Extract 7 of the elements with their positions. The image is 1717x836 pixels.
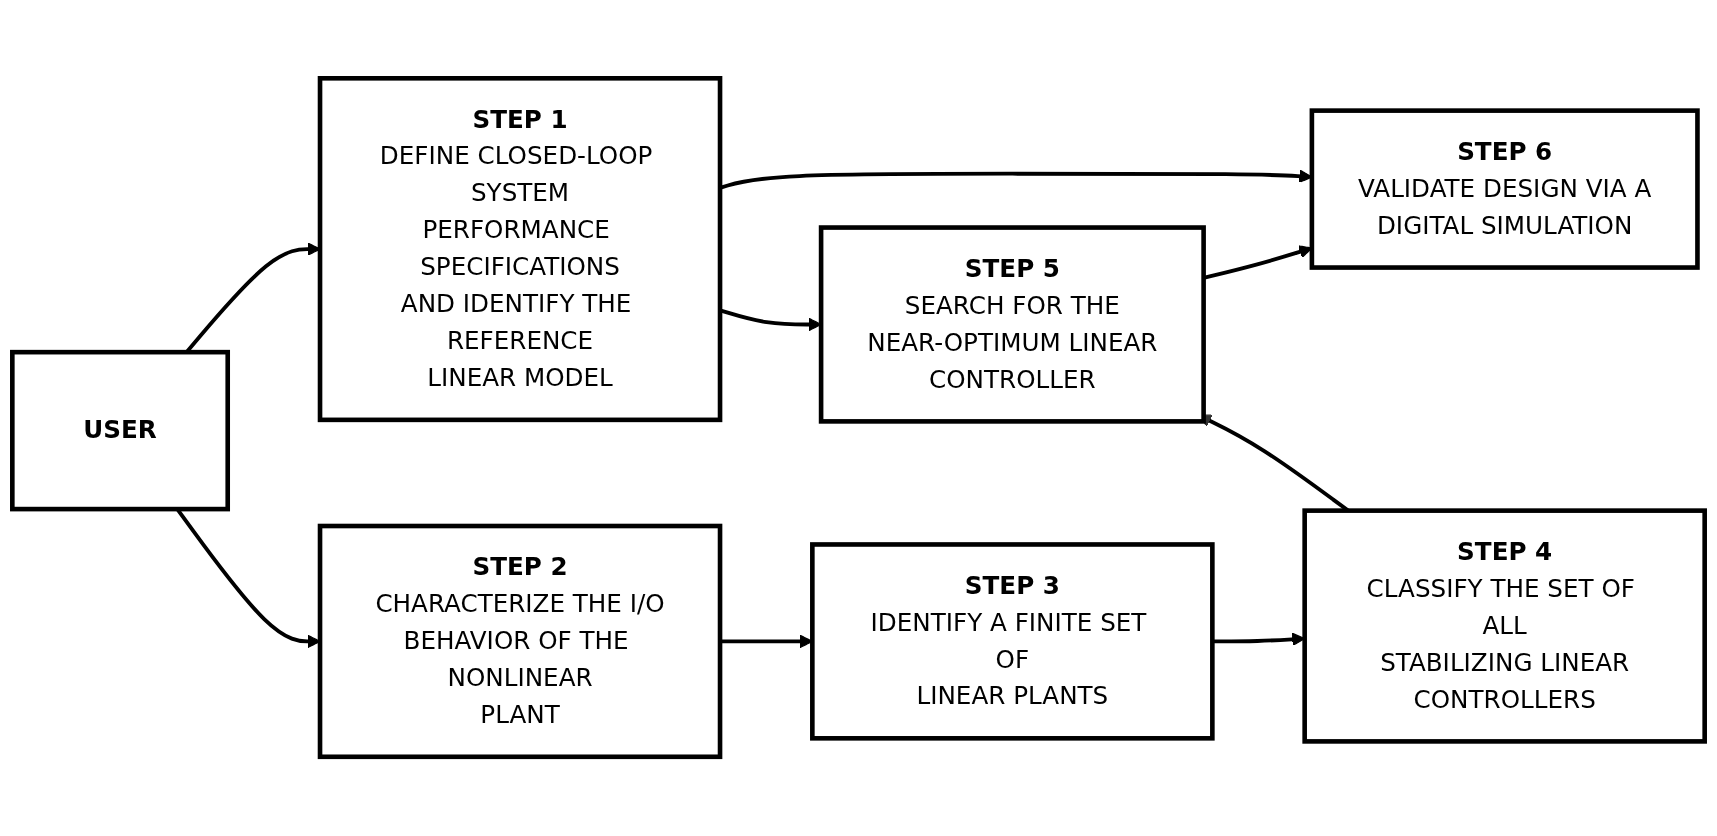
node-box: STEP 5 SEARCH FOR THE NEAR-OPTIMUM LINEAR CONTROLLER <box>818 225 1206 425</box>
node-box: STEP 1 DEFINE CLOSED-LOOP SYSTEM PERFORMANCE SPECIFICATIONS AND IDENTIFY THE REFERENCE LINEAR MODEL <box>317 76 723 423</box>
node-box: STEP 3 IDENTIFY A FINITE SET OF LINEAR PLANTS <box>810 542 1215 742</box>
node-box: USER <box>10 350 231 512</box>
node-box: STEP 4 CLASSIFY THE SET OF ALL STABILIZING LINEAR CONTROLLERS <box>1302 508 1707 745</box>
node-box: STEP 2 CHARACTERIZE THE I/O BEHAVIOR OF THE NONLINEAR PLANT <box>317 524 723 760</box>
node-box: STEP 6 VALIDATE DESIGN VIA A DIGITAL SIMULATION <box>1309 108 1700 271</box>
